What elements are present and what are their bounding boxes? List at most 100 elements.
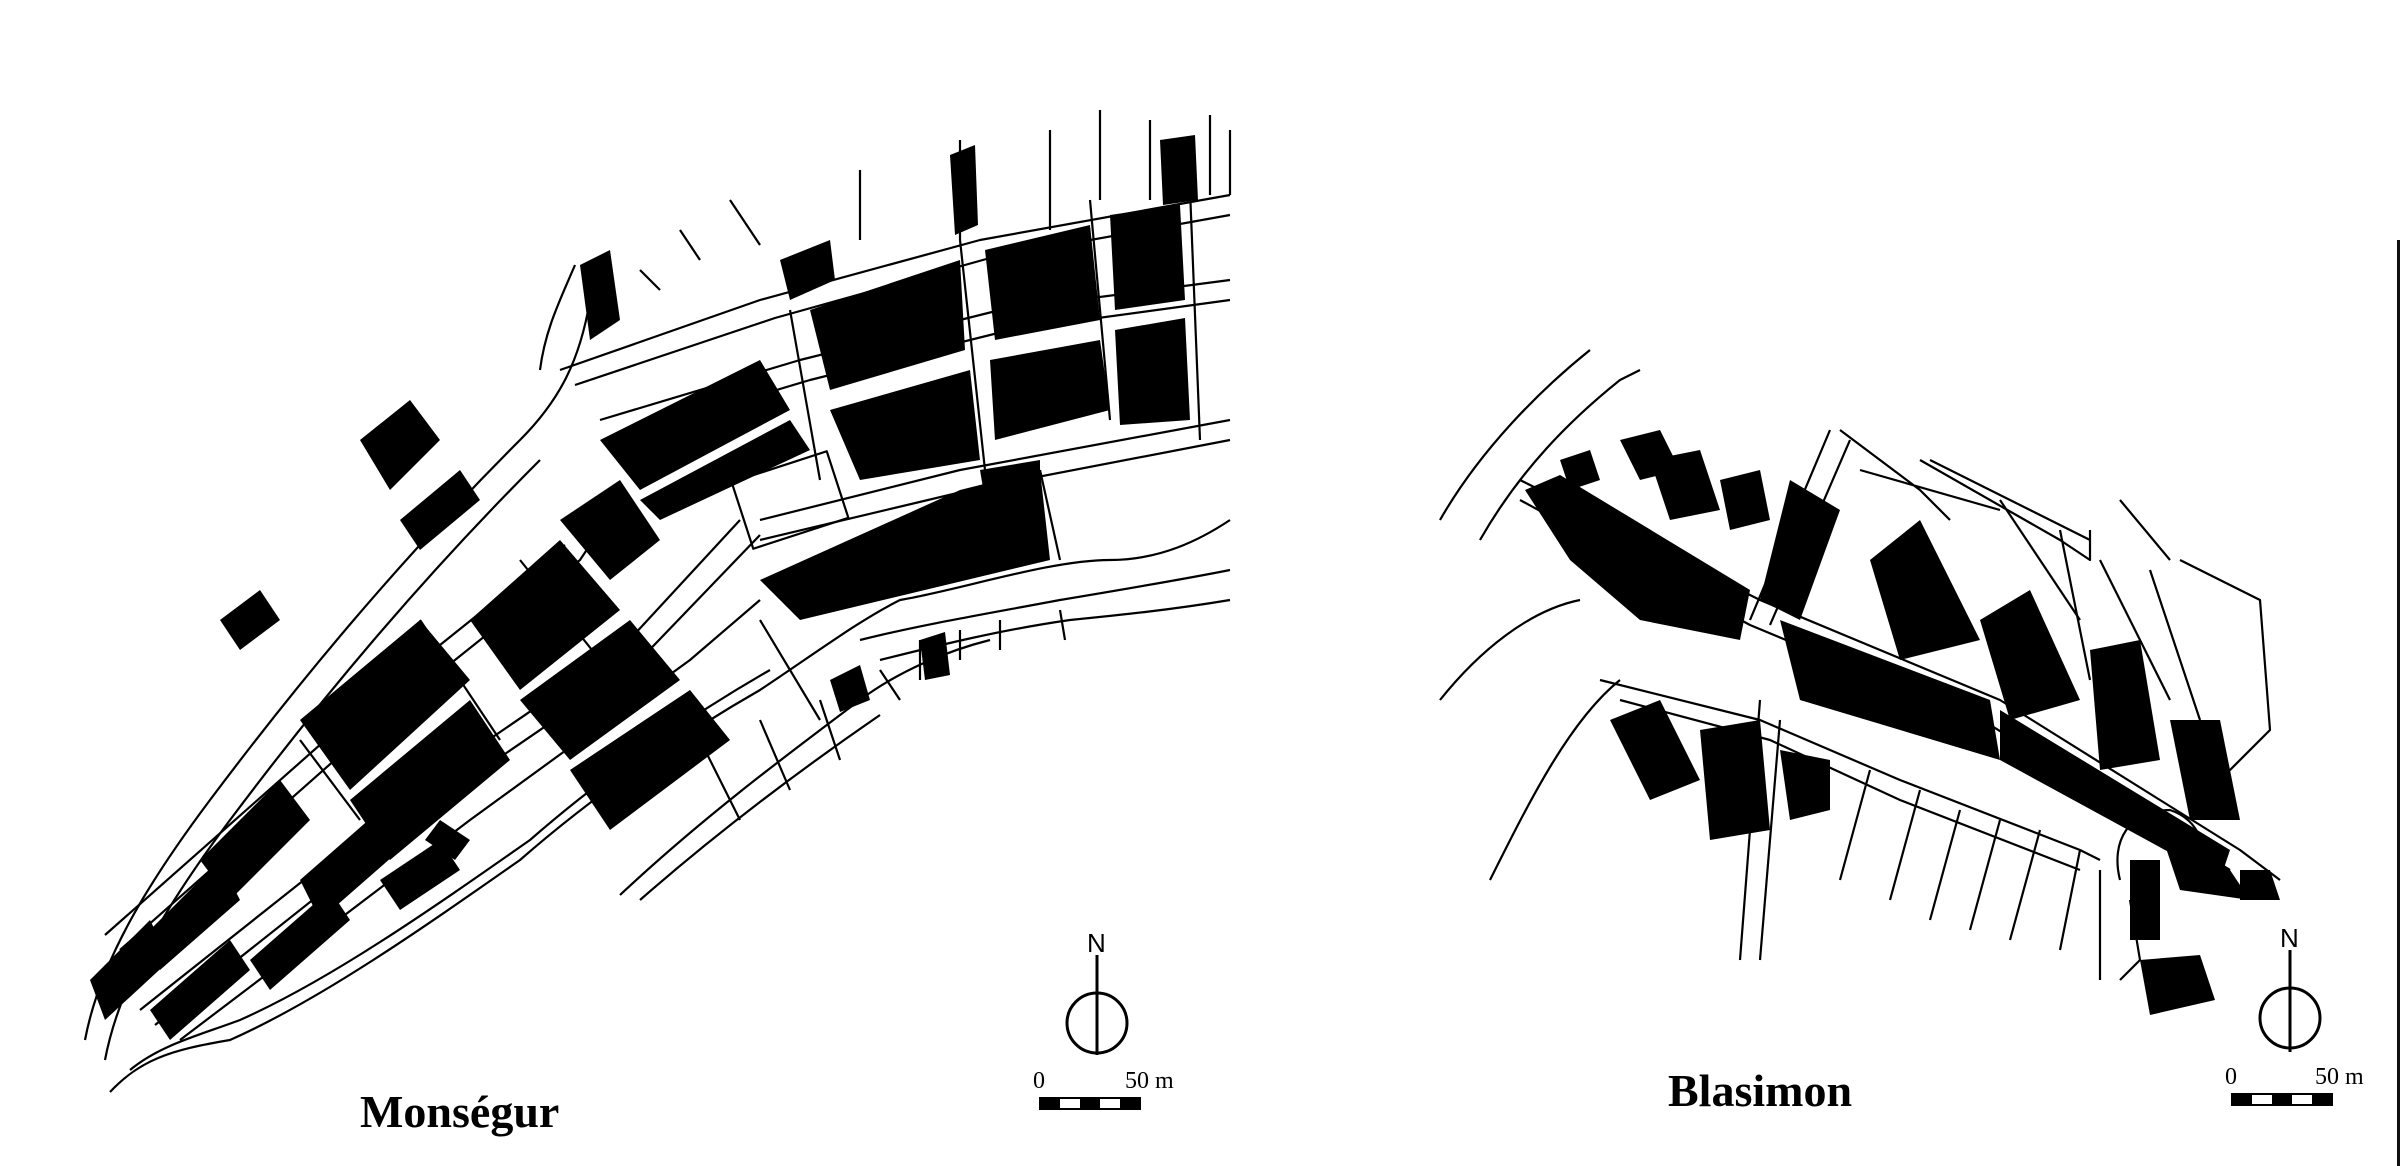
monsegur-building [920,632,950,680]
monsegur-scale-segment [1120,1098,1140,1109]
monsegur-building [810,260,965,390]
blasimon-buildings [1525,430,2280,1015]
monsegur-market-square [730,450,850,550]
monsegur-east-road [859,568,1231,642]
monsegur-building [950,145,978,235]
monsegur-building [560,480,660,580]
monsegur-street-a [139,519,741,1011]
blasimon-title: Blasimon [1668,1065,1853,1116]
monsegur-west-boundary [83,299,592,1041]
blasimon-building [2170,720,2240,820]
blasimon-building [1780,750,1830,820]
monsegur-scale-end: 50 m [1125,1068,1174,1094]
monsegur-cross-3 [299,739,361,821]
blasimon-building [1610,700,1700,800]
monsegur-building [760,470,1050,620]
monsegur-building [580,250,620,340]
monsegur-building [380,840,460,910]
monsegur-building [360,400,440,490]
blasimon-scale-bar [2231,1093,2333,1106]
blasimon-building [2090,640,2160,770]
blasimon-scale-end: 50 m [2315,1064,2364,1090]
monsegur-street-d [759,418,1231,522]
monsegur-northwest-curve [538,264,577,371]
monsegur-building [140,860,240,970]
blasimon-west-curve-2 [1479,369,1641,541]
blasimon-south-street [1599,678,2101,861]
monsegur-building [425,820,470,860]
monsegur-cross-4 [788,309,822,481]
blasimon-building [1980,590,2080,720]
blasimon-scale-start: 0 [2225,1064,2237,1090]
blasimon-building [2160,830,2250,900]
blasimon-building [1760,480,1840,620]
monsegur-buildings [90,135,1198,1040]
blasimon-south-parcels [1838,769,2102,980]
monsegur-building [400,470,480,550]
monsegur-scale-bar [1039,1097,1141,1110]
monsegur-cross-9 [759,619,821,721]
monsegur-building [1110,205,1185,310]
blasimon-scale-segment [2272,1094,2292,1105]
monsegur-building [520,620,680,760]
monsegur-north-label: N [1087,928,1106,958]
monsegur-building [200,780,310,900]
monsegur-building [990,340,1110,440]
monsegur-building [90,920,170,1020]
monsegur-north-road [559,193,1231,372]
blasimon-north-arrow [2258,950,2322,1052]
monsegur-building [470,540,620,690]
monsegur-scale-segment [1040,1098,1060,1109]
monsegur-cross-7 [1188,189,1202,441]
blasimon-building [1720,470,1770,530]
monsegur-building [300,810,400,920]
monsegur-building [220,590,280,650]
monsegur-street-a2 [154,534,761,1026]
monsegur-building [1160,135,1198,205]
monsegur-building [150,940,250,1040]
blasimon-southwest-road-2 [1489,679,1621,881]
monsegur-building [830,665,870,712]
monsegur-building [780,240,835,300]
blasimon-building [1650,450,1720,520]
blasimon-east-parcels [1919,459,2272,801]
blasimon-scale-segment [2312,1094,2332,1105]
blasimon-building [1560,450,1600,490]
monsegur-building [640,420,810,520]
blasimon-building [1525,475,1750,640]
monsegur-building [250,890,350,990]
monsegur-outer-boundary [109,519,1231,1093]
blasimon-north-parcels [1839,429,2202,721]
blasimon-building [2130,860,2160,940]
monsegur-building [980,460,1040,530]
monsegur-north-arrow [1065,955,1129,1055]
monsegur-cross-8 [1038,469,1062,561]
blasimon-southwest-road [1439,598,1581,701]
monsegur-south-parcels [699,609,1067,821]
blasimon-scale-segment [2232,1094,2252,1105]
blasimon-building [1700,720,1770,840]
blasimon-building [1780,620,2000,760]
blasimon-building [1870,520,1980,660]
monsegur-scale-segment [1080,1098,1100,1109]
monsegur-scale-start: 0 [1033,1068,1045,1094]
monsegur-building [600,360,790,490]
page-edge-line [2397,240,2400,1166]
monsegur-building [300,620,470,790]
monsegur-building [830,370,980,480]
monsegur-cross-6 [1088,199,1112,421]
monsegur-building [570,690,730,830]
blasimon-north-label: N [2280,923,2299,953]
monsegur-south-road-2 [639,714,881,901]
monsegur-building [1115,318,1190,425]
monsegur-building [985,225,1100,340]
blasimon-building [2140,955,2215,1015]
blasimon-south-street-2 [1619,698,2081,872]
monsegur-building [350,700,510,860]
blasimon-building [2240,870,2280,900]
monsegur-cross-5 [958,239,987,471]
blasimon-west-curve [1439,349,1591,521]
monsegur-title: Monségur [360,1086,560,1137]
